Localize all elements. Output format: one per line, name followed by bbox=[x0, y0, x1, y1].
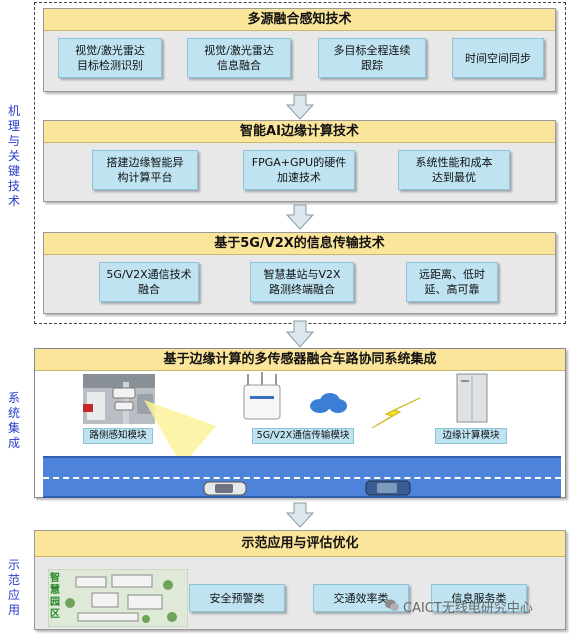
lightning-icon bbox=[371, 397, 421, 429]
down-arrow-icon bbox=[286, 204, 314, 230]
wechat-icon bbox=[385, 599, 399, 611]
box-cost-performance: 系统性能和成本 达到最优 bbox=[398, 150, 510, 190]
box-info-service: 信息服务类 bbox=[431, 584, 527, 612]
module-edge-computing: 边缘计算模块 bbox=[435, 428, 507, 444]
watermark: CAICT无线电研究中心 bbox=[403, 601, 533, 616]
sensing-beam bbox=[144, 400, 216, 466]
box-heterogeneous-platform: 搭建边缘智能异 构计算平台 bbox=[92, 150, 198, 190]
section-multi-source: 多源融合感知技术 视觉/激光雷达 目标检测识别 视觉/激光雷达 信息融合 多目标… bbox=[43, 8, 556, 92]
side-label-integration: 系统集成 bbox=[7, 391, 20, 450]
box-5g-v2x-fusion: 5G/V2X通信技术 融合 bbox=[99, 262, 199, 302]
box-base-station: 智慧基站与V2X 路测终端融合 bbox=[250, 262, 354, 302]
section-multi-source-title: 多源融合感知技术 bbox=[44, 9, 555, 31]
down-arrow-icon bbox=[286, 502, 314, 528]
box-safety-warning: 安全预警类 bbox=[189, 584, 285, 612]
box-detection: 视觉/激光雷达 目标检测识别 bbox=[58, 38, 162, 78]
road bbox=[43, 456, 561, 498]
smart-park-image bbox=[48, 569, 188, 627]
down-arrow-icon bbox=[286, 320, 314, 348]
car-icon bbox=[365, 480, 411, 496]
v2x-device-icon bbox=[243, 372, 281, 420]
side-label-mechanism: 机理与关键技术 bbox=[7, 104, 20, 208]
box-sync: 时间空间同步 bbox=[452, 38, 544, 78]
section-application: 示范应用与评估优化 智慧园区 安全预警类 交通效率类 信息服务类 bbox=[34, 530, 566, 630]
edge-server-icon bbox=[456, 373, 488, 423]
section-transmission: 基于5G/V2X的信息传输技术 5G/V2X通信技术 融合 智慧基站与V2X 路… bbox=[43, 232, 556, 314]
lane-divider bbox=[43, 477, 561, 479]
box-long-range: 远距离、低时 延、高可靠 bbox=[406, 262, 498, 302]
down-arrow-icon bbox=[286, 94, 314, 120]
roadside-sensor-photo bbox=[83, 374, 155, 424]
section-integration-title: 基于边缘计算的多传感器融合车路协同系统集成 bbox=[35, 349, 565, 371]
box-info-fusion: 视觉/激光雷达 信息融合 bbox=[187, 38, 291, 78]
box-fpga-gpu: FPGA+GPU的硬件 加速技术 bbox=[243, 150, 355, 190]
section-edge-ai: 智能AI边缘计算技术 搭建边缘智能异 构计算平台 FPGA+GPU的硬件 加速技… bbox=[43, 120, 556, 202]
section-edge-ai-title: 智能AI边缘计算技术 bbox=[44, 121, 555, 143]
module-v2x-transmission: 5G/V2X通信传输模块 bbox=[252, 428, 354, 444]
cloud-icon bbox=[310, 393, 347, 413]
module-roadside-perception: 路侧感知模块 bbox=[83, 428, 153, 444]
smart-park-label: 智慧园区 bbox=[50, 573, 60, 620]
side-label-application: 示范应用 bbox=[7, 558, 20, 617]
box-tracking: 多目标全程连续 跟踪 bbox=[318, 38, 426, 78]
section-application-title: 示范应用与评估优化 bbox=[35, 531, 565, 557]
section-transmission-title: 基于5G/V2X的信息传输技术 bbox=[44, 233, 555, 255]
car-icon bbox=[203, 481, 247, 496]
